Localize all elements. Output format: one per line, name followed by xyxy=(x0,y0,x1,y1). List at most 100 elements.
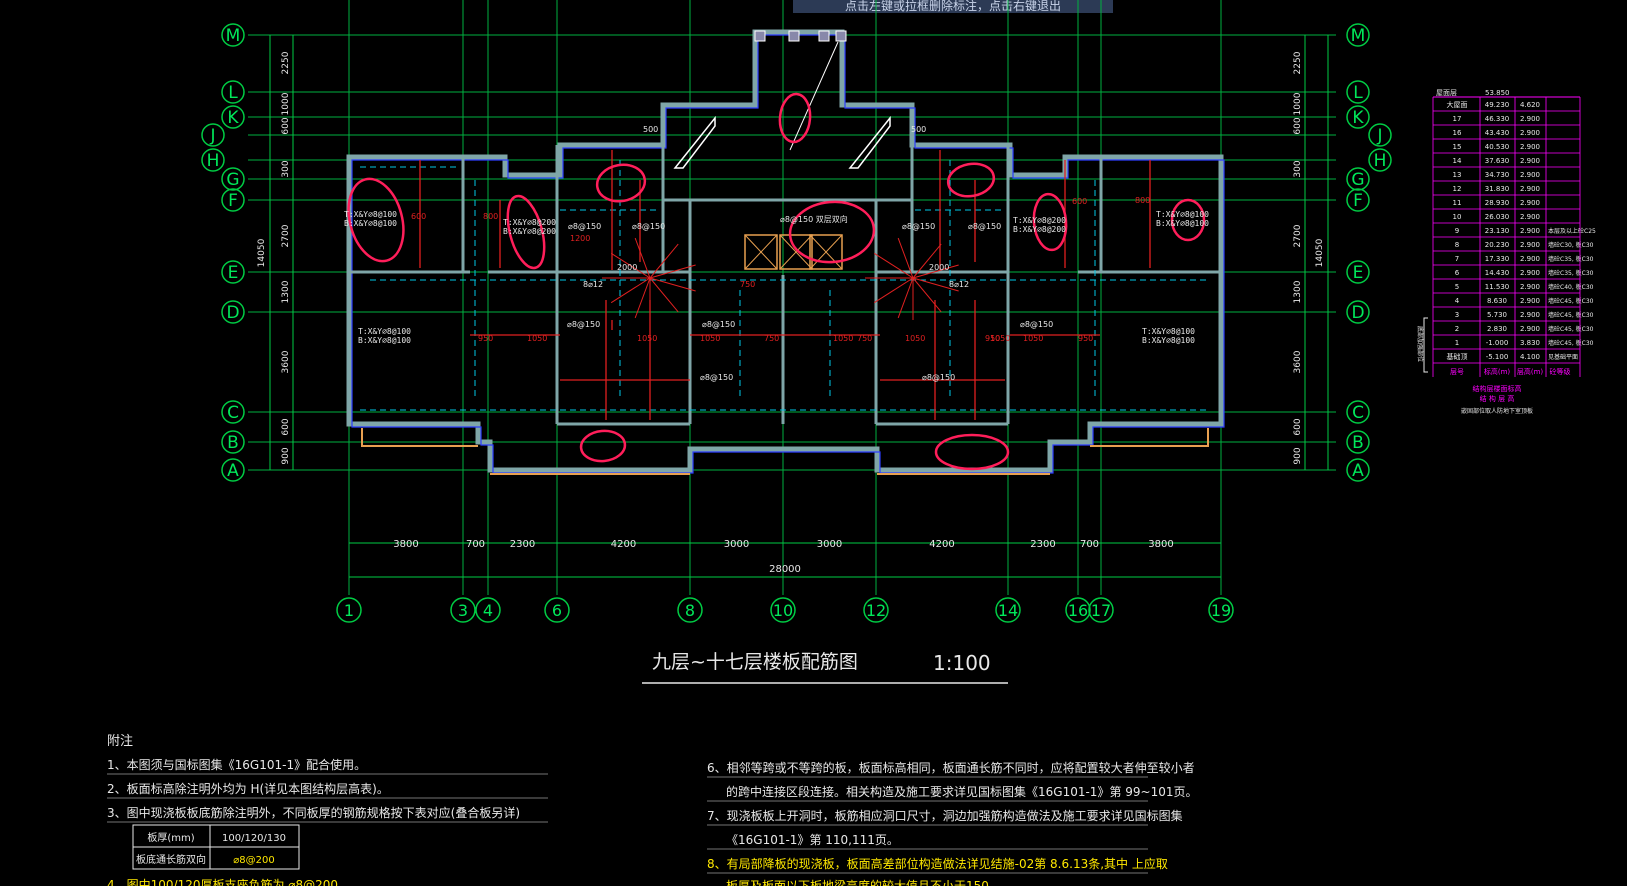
elev-height: 3.830 xyxy=(1520,339,1540,347)
elev-elevation: 31.830 xyxy=(1485,185,1510,193)
elev-height: 2.900 xyxy=(1520,325,1540,333)
bottom-dim: 4200 xyxy=(611,539,636,550)
elev-floor: 11 xyxy=(1453,199,1462,207)
slab-label-center: ⌀8@150 双层双向 xyxy=(780,214,848,224)
elev-elevation: 5.730 xyxy=(1487,311,1507,319)
rebar-label: ⌀8@150 xyxy=(902,222,935,231)
axis-bubble-bottom xyxy=(770,597,796,623)
bottom-dim: 700 xyxy=(1080,539,1099,550)
rebar-label: 8⌀12 xyxy=(583,280,603,289)
stair-arc xyxy=(897,237,914,279)
slab-label-l2: T:X&Y⌀8@200 xyxy=(503,218,556,227)
note-right-line: 7、现浇板板上开洞时，板筋相应洞口尺寸，洞边加强筋构造做法及施工要求详见国标图集 xyxy=(707,808,1183,823)
elev-note: 见基础平面 xyxy=(1548,353,1578,361)
elev-note: 墙砼C45, 板C30 xyxy=(1548,297,1594,305)
elev-header: 层号 xyxy=(1450,368,1464,376)
elev-floor: 基础顶 xyxy=(1447,352,1468,361)
axis-bubble-left xyxy=(221,167,245,191)
notes-block: 附注1、本图须与国标图集《16G101-1》配合使用。2、板面标高除注明外均为 … xyxy=(107,734,1197,886)
axis-label-right: J xyxy=(1376,126,1382,146)
dim-800: 800 xyxy=(1135,196,1150,205)
column-marker xyxy=(754,30,766,42)
elev-floor: 13 xyxy=(1453,171,1462,179)
stair-box xyxy=(779,234,813,270)
stair-arc xyxy=(649,277,679,313)
rebar-label: ⌀8@150 xyxy=(1020,320,1053,329)
dim-500: 500 xyxy=(911,125,926,134)
elev-floor: 6 xyxy=(1455,269,1460,277)
axis-bubble-bottom xyxy=(1088,597,1114,623)
elev-header: 层高(m) xyxy=(1517,367,1544,376)
axis-bubble-left xyxy=(201,123,225,147)
axis-label-bottom: 10 xyxy=(773,601,793,620)
axis-bubble-bottom xyxy=(995,597,1021,623)
elev-elevation: 20.230 xyxy=(1485,241,1510,249)
elev-height: 2.900 xyxy=(1520,185,1540,193)
axis-label-right: M xyxy=(1351,26,1366,46)
annotation-circle xyxy=(347,177,405,263)
slab-label-tl: T:X&Y⌀8@100 xyxy=(344,210,397,219)
plan-labels: T:X&Y⌀8@100B:X&Y⌀8@100T:X&Y⌀8@100B:X&Y⌀8… xyxy=(344,125,1209,382)
dim-500: 500 xyxy=(643,125,658,134)
elev-floor: 4 xyxy=(1455,297,1460,305)
dim-1050: 1050 xyxy=(833,334,853,343)
right-total-dim: 14050 xyxy=(1315,238,1325,267)
wall-outlines xyxy=(346,29,1225,475)
dim-750: 750 xyxy=(857,334,872,343)
slab-edge xyxy=(351,34,1225,474)
axis-bubble-right xyxy=(1346,167,1370,191)
elev-height: 4.620 xyxy=(1520,101,1540,109)
note-right-line: 6、相邻等跨或不等跨的板，板面标高相同，板面通长筋不同时，应将配置较大者伸至较小… xyxy=(707,760,1195,775)
slab-label-r2: T:X&Y⌀8@200 xyxy=(1013,216,1066,225)
axis-bubble-left xyxy=(221,260,245,284)
axis-label-bottom: 12 xyxy=(866,601,886,620)
balcony-left xyxy=(361,428,478,447)
bottom-total-dim: 28000 xyxy=(769,564,801,575)
stair-arc xyxy=(912,277,942,313)
elev-floor: 2 xyxy=(1455,325,1459,333)
rebar-label: ⌀8@150 xyxy=(702,320,735,329)
axis-label-right: H xyxy=(1374,151,1387,171)
dim-600: 600 xyxy=(1072,197,1087,206)
axis-label-right: E xyxy=(1353,263,1364,283)
axis-bubble-right xyxy=(1346,105,1370,129)
bottom-dim: 2300 xyxy=(510,539,535,550)
axis-bubble-left xyxy=(221,188,245,212)
elev-top-value: 53.850 xyxy=(1485,89,1510,97)
annotation-circle xyxy=(1032,192,1068,252)
drawing-scale: 1:100 xyxy=(933,651,991,675)
annotation-circle xyxy=(579,429,627,463)
stair-arc xyxy=(912,243,942,279)
elev-height: 2.900 xyxy=(1520,297,1540,305)
axis-bubble-right xyxy=(1346,188,1370,212)
axis-label-left: A xyxy=(227,461,239,481)
elev-height: 2.900 xyxy=(1520,199,1540,207)
column-marker xyxy=(835,30,847,42)
note-right-line: 《16G101-1》第 110,111页。 xyxy=(726,833,899,847)
axis-bubble-right xyxy=(1346,80,1370,104)
dim-600: 600 xyxy=(411,212,426,221)
stair-arc xyxy=(873,277,914,304)
axis-label-bottom: 4 xyxy=(483,601,493,620)
elev-header: 标高(m) xyxy=(1484,367,1511,376)
note-right-cut: 板厚及板面以下板地梁高度的较大值且不小于150 xyxy=(726,878,989,886)
elev-floor: 17 xyxy=(1453,115,1462,123)
elev-caption: 嵌固部位取人防地下室顶板 xyxy=(1461,407,1533,415)
elev-height: 2.900 xyxy=(1520,269,1540,277)
annotation-circle xyxy=(778,92,812,144)
axis-label-bottom: 1 xyxy=(344,601,354,620)
elev-floor: 8 xyxy=(1455,241,1459,249)
elev-elevation: 40.530 xyxy=(1485,143,1510,151)
drawing-title: 九层~十七层楼板配筋图 xyxy=(652,651,858,673)
elev-floor: 5 xyxy=(1455,283,1459,291)
elev-height: 2.900 xyxy=(1520,129,1540,137)
stair-arc xyxy=(634,277,651,319)
axis-bubble-right xyxy=(1368,123,1392,147)
left-dim: 2250 xyxy=(281,51,291,74)
right-dim: 1300 xyxy=(1293,280,1303,303)
stair-arc xyxy=(610,252,651,279)
